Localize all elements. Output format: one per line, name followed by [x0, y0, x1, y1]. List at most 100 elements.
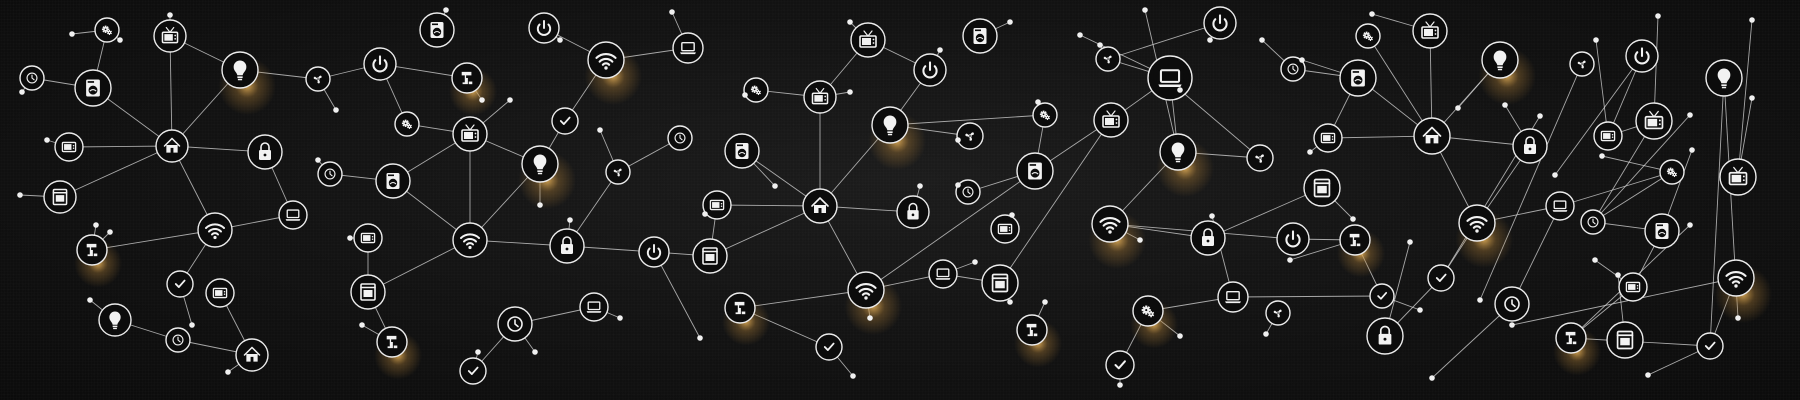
power-icon [363, 47, 397, 81]
endpoint-dot [1117, 382, 1123, 388]
endpoint-dot [557, 37, 563, 43]
endpoint-dot [1455, 105, 1461, 111]
connection-line [1592, 171, 1673, 223]
endpoint-dot [107, 229, 113, 235]
endpoint-dot [1502, 102, 1508, 108]
endpoint-dot [742, 92, 748, 98]
gear-icon [743, 77, 769, 103]
clock-icon [19, 65, 45, 91]
microwave-icon [54, 132, 84, 162]
power-icon [1203, 6, 1237, 40]
endpoint-dot [1035, 99, 1041, 105]
lock-icon [549, 228, 585, 264]
connection-line [1709, 77, 1725, 347]
clock-icon [1580, 209, 1606, 235]
endpoint-dot [1645, 372, 1651, 378]
node-circle [815, 333, 843, 361]
endpoint-dot [225, 369, 231, 375]
node-circle [928, 259, 958, 289]
clock-icon [165, 327, 191, 353]
tv-icon [850, 22, 886, 58]
home-icon [1413, 117, 1451, 155]
oven-icon [43, 180, 77, 214]
lock-icon [1190, 220, 1226, 256]
endpoint-dot [507, 97, 513, 103]
laptop-icon [672, 32, 704, 64]
endpoint-dot [1009, 212, 1015, 218]
lock-icon [896, 195, 930, 229]
laptop-icon [1545, 191, 1575, 221]
endpoint-dot [1299, 57, 1305, 63]
node-circle [451, 62, 483, 94]
tv-icon [1635, 102, 1673, 140]
fan-icon [1246, 144, 1274, 172]
endpoint-dot [1007, 299, 1013, 305]
connection-line [653, 251, 701, 339]
microwave-icon [1313, 123, 1343, 153]
gear-icon [94, 17, 120, 43]
connection-line [1207, 187, 1323, 239]
lightbulb-icon [521, 145, 559, 183]
wifi-icon [1458, 204, 1496, 242]
clock-icon [1280, 56, 1306, 82]
wifi-icon [1091, 205, 1129, 243]
power-icon [1276, 222, 1310, 256]
endpoint-dot [1537, 113, 1543, 119]
lock-icon [1512, 128, 1548, 164]
clock-icon [955, 179, 981, 205]
mixer-icon [724, 292, 756, 324]
endpoint-dot [1615, 272, 1621, 278]
endpoint-dot [1207, 37, 1213, 43]
endpoint-dot [1097, 42, 1103, 48]
gear-icon [1132, 295, 1164, 327]
connection-line [1559, 171, 1673, 207]
endpoint-dot [1509, 322, 1515, 328]
home-icon [155, 129, 189, 163]
home-icon [802, 188, 838, 224]
connection-line [1511, 277, 1737, 326]
tv-icon [1719, 158, 1757, 196]
power-icon [638, 236, 670, 268]
lock-icon [1366, 317, 1404, 355]
node-circle [1147, 55, 1193, 101]
fan-icon [956, 122, 984, 150]
endpoint-dot [1263, 331, 1269, 337]
mixer-icon [76, 234, 108, 266]
endpoint-dot [333, 107, 339, 113]
endpoint-dot [1735, 315, 1741, 321]
connection-line [367, 239, 471, 293]
laptop-icon [928, 259, 958, 289]
mixer-icon [1339, 224, 1371, 256]
endpoint-dot [44, 137, 50, 143]
endpoint-dot [1407, 239, 1413, 245]
endpoint-dot [917, 183, 923, 189]
endpoint-dot [867, 315, 873, 321]
node-circle [1427, 264, 1455, 292]
checkmark-icon [1369, 283, 1395, 309]
oven-icon [692, 238, 728, 274]
endpoint-dot [1177, 333, 1183, 339]
endpoint-dot [479, 97, 485, 103]
microwave-icon [702, 190, 732, 220]
node-circle [1696, 332, 1724, 360]
laptop-icon [579, 292, 609, 322]
endpoint-dot [772, 183, 778, 189]
endpoint-dot [1209, 213, 1215, 219]
endpoint-dot [189, 322, 195, 328]
node-circle [551, 107, 579, 135]
endpoint-dot [87, 297, 93, 303]
clock-icon [1494, 286, 1530, 322]
connection-line [1367, 35, 1433, 137]
washing-machine-icon [419, 12, 455, 48]
endpoint-dot [1177, 87, 1183, 93]
connection-line [709, 205, 821, 257]
connection-line [1554, 55, 1643, 176]
node-circle [1545, 191, 1575, 221]
washing-machine-icon [1016, 152, 1054, 190]
checkmark-icon [1105, 350, 1135, 380]
node-circle [672, 32, 704, 64]
connection-line [68, 145, 173, 148]
fan-icon [1095, 46, 1121, 72]
checkmark-icon [1696, 332, 1724, 360]
endpoint-dot [850, 373, 856, 379]
